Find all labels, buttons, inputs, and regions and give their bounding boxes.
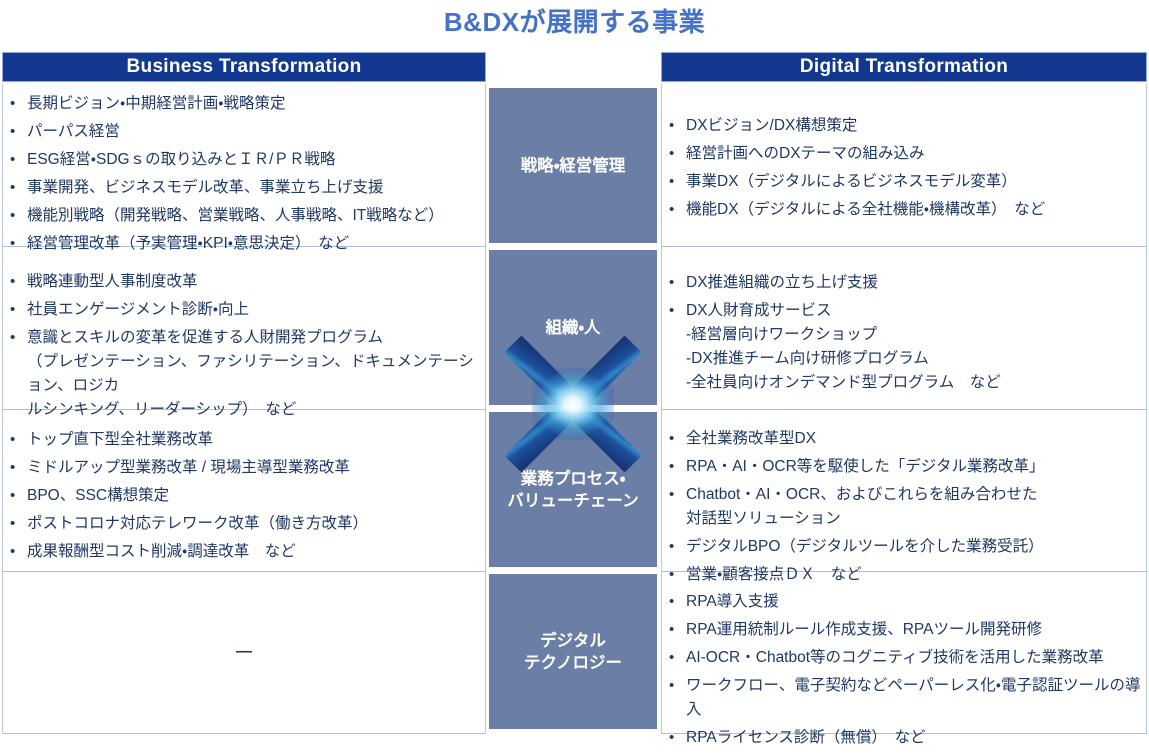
list-item: BPO、SSC構想策定 (2, 484, 486, 508)
center-box-gap (489, 243, 657, 250)
list-item: パーパス経営 (2, 120, 486, 144)
left-list-process: トップ直下型全社業務改革 ミドルアップ型業務改革 / 現場主導型業務改革 BPO… (2, 428, 486, 564)
left-list-strategy: 長期ビジョン・中期経営計画・戦略策定 パーパス経営 ESG経営・SDGｓの取り込… (2, 92, 486, 256)
left-divider-3 (2, 571, 486, 572)
list-item: ESG経営・SDGｓの取り込みとＩＲ/ＰＲ戦略 (2, 148, 486, 172)
list-item: デジタルBPO（デジタルツールを介した業務受託） (661, 535, 1147, 559)
page-title: B&DXが展開する事業 (443, 7, 706, 37)
right-cell-strategy: DXビジョン/DX構想策定 経営計画へのDXテーマの組み込み 事業DX（デジタル… (661, 114, 1147, 226)
center-box-label-line2: テクノロジー (523, 653, 622, 672)
right-cell-organization: DX推進組織の立ち上げ支援 DX人財育成サービス -経営層向けワークショップ -… (661, 271, 1147, 399)
list-item: DX人財育成サービス -経営層向けワークショップ -DX推進チーム向け研修プログ… (661, 299, 1147, 395)
left-divider-4 (2, 733, 486, 734)
slide-canvas: B&DXが展開する事業 Business Transformation Digi… (0, 0, 1149, 736)
center-box-label: 組織・人 (545, 318, 601, 337)
column-header-business-transformation: Business Transformation (2, 52, 486, 82)
center-box-process: 業務プロセス・ バリューチェーン (489, 412, 657, 567)
list-item: 意識とスキルの変革を促進する人財開発プログラム （プレゼンテーション、ファシリテ… (2, 326, 486, 422)
center-box-strategy: 戦略・経営管理 (489, 88, 657, 243)
list-item: RPA運用統制ルール作成支援、RPAツール開発研修 (661, 618, 1147, 642)
list-item: 社員エンゲージメント診断・向上 (2, 298, 486, 322)
right-list-organization: DX推進組織の立ち上げ支援 DX人財育成サービス -経営層向けワークショップ -… (661, 271, 1147, 395)
left-cell-strategy: 長期ビジョン・中期経営計画・戦略策定 パーパス経営 ESG経営・SDGｓの取り込… (2, 92, 486, 260)
list-item: ミドルアップ型業務改革 / 現場主導型業務改革 (2, 456, 486, 480)
left-cell-technology-placeholder: — (236, 643, 252, 660)
list-item: トップ直下型全社業務改革 (2, 428, 486, 452)
list-item: DXビジョン/DX構想策定 (661, 114, 1147, 138)
list-item: 全社業務改革型DX (661, 427, 1147, 451)
left-list-organization: 戦略連動型人事制度改革 社員エンゲージメント診断・向上 意識とスキルの変革を促進… (2, 270, 486, 422)
list-item: 機能別戦略（開発戦略、営業戦略、人事戦略、IT戦略など） (2, 204, 486, 228)
center-box-gap (489, 567, 657, 574)
list-item: AI-OCR・Chatbot等のコグニティブ技術を活用した業務改革 (661, 646, 1147, 670)
left-cell-process: トップ直下型全社業務改革 ミドルアップ型業務改革 / 現場主導型業務改革 BPO… (2, 428, 486, 568)
right-divider-1 (661, 246, 1147, 247)
list-item: 事業DX（デジタルによるビジネスモデル変革） (661, 170, 1147, 194)
right-list-technology: RPA導入支援 RPA運用統制ルール作成支援、RPAツール開発研修 AI-OCR… (661, 590, 1147, 750)
list-item: 営業・顧客接点ＤＸ など (661, 563, 1147, 587)
list-item: DX推進組織の立ち上げ支援 (661, 271, 1147, 295)
center-box-label: デジタル テクノロジー (524, 630, 622, 674)
list-item: ワークフロー、電子契約などペーパーレス化・電子認証ツールの導入 (661, 674, 1147, 722)
right-divider-2 (661, 409, 1147, 410)
list-item: 経営計画へのDXテーマの組み込み (661, 142, 1147, 166)
list-item: Chatbot・AI・OCR、およびこれらを組み合わせた 対話型ソリューション (661, 483, 1147, 531)
center-box-technology: デジタル テクノロジー (489, 574, 657, 729)
right-list-process: 全社業務改革型DX RPA・AI・OCR等を駆使した「デジタル業務改革」 Cha… (661, 427, 1147, 587)
center-box-gap (489, 405, 657, 412)
center-box-organization: 組織・人 (489, 250, 657, 405)
list-item: 機能DX（デジタルによる全社機能・機構改革） など (661, 198, 1147, 222)
left-cell-organization: 戦略連動型人事制度改革 社員エンゲージメント診断・向上 意識とスキルの変革を促進… (2, 270, 486, 426)
list-item: 経営管理改革（予実管理・KPI・意思決定） など (2, 232, 486, 256)
right-list-strategy: DXビジョン/DX構想策定 経営計画へのDXテーマの組み込み 事業DX（デジタル… (661, 114, 1147, 222)
list-item: 事業開発、ビジネスモデル改革、事業立ち上げ支援 (2, 176, 486, 200)
right-cell-technology: RPA導入支援 RPA運用統制ルール作成支援、RPAツール開発研修 AI-OCR… (661, 590, 1147, 754)
center-box-label-line1: デジタル (540, 631, 606, 650)
list-item: RPA導入支援 (661, 590, 1147, 614)
right-cell-process: 全社業務改革型DX RPA・AI・OCR等を駆使した「デジタル業務改革」 Cha… (661, 427, 1147, 591)
list-item: ポストコロナ対応テレワーク改革（働き方改革） (2, 512, 486, 536)
list-item: RPAライセンス診断（無償） など (661, 726, 1147, 750)
center-box-label-line2: バリューチェーン (507, 491, 639, 510)
list-item: 戦略連動型人事制度改革 (2, 270, 486, 294)
center-box-label: 業務プロセス・ バリューチェーン (507, 468, 638, 512)
list-item: 成果報酬型コスト削減・調達改革 など (2, 540, 486, 564)
center-box-label-line1: 業務プロセス・ (520, 469, 626, 488)
list-item: RPA・AI・OCR等を駆使した「デジタル業務改革」 (661, 455, 1147, 479)
list-item: 長期ビジョン・中期経営計画・戦略策定 (2, 92, 486, 116)
center-box-label: 戦略・経営管理 (520, 156, 626, 175)
column-header-digital-transformation: Digital Transformation (661, 52, 1147, 82)
